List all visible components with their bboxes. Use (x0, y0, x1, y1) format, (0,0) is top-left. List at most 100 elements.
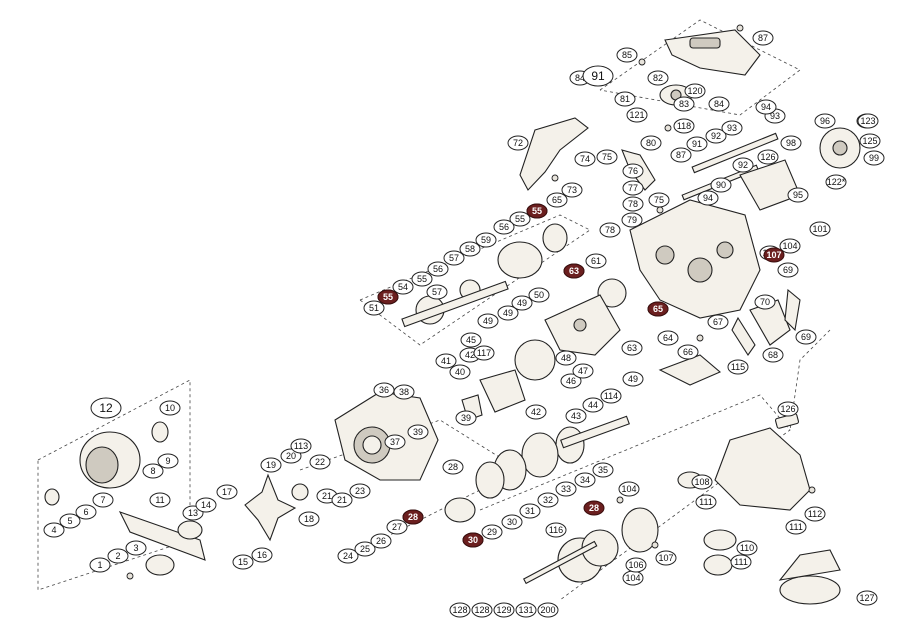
right-sideplate (714, 427, 811, 511)
part-number-text: 200 (540, 605, 555, 615)
part-number-text: 55 (532, 206, 542, 216)
part-number-callout: 57 (443, 250, 465, 266)
part-number-callout: 75 (596, 149, 618, 165)
part-number-text: 40 (455, 367, 465, 377)
part-number-text: 49 (503, 308, 513, 318)
part-number-text: 30 (507, 517, 517, 527)
part-number-text: 50 (534, 290, 544, 300)
part-number-callout: 117 (473, 345, 495, 361)
part-number-callout: 72 (507, 135, 529, 151)
part-number-text: 8 (150, 466, 155, 476)
cap-screw (44, 488, 60, 506)
part-number-callout: 65 (546, 192, 568, 208)
bearing-30-sleeve (444, 497, 476, 523)
part-number-text: 116 (549, 525, 563, 535)
star-drag (244, 473, 297, 542)
part-number-callout: 128 (449, 602, 471, 618)
part-number-callout: 76 (622, 163, 644, 179)
part-number-text: 11 (155, 495, 164, 505)
part-number-text: 108 (694, 477, 709, 487)
part-number-text: 57 (432, 287, 442, 297)
part-number-callout: 104 (622, 570, 644, 586)
part-number-callout: 57 (426, 284, 448, 300)
gear-64 (597, 278, 627, 308)
part-number-text: 14 (201, 500, 211, 510)
part-number-callout: 10 (159, 400, 181, 416)
part-number-callout: 9 (157, 453, 179, 469)
part-number-callout: 128 (471, 602, 493, 618)
part-number-callout: 77 (622, 180, 644, 196)
part-number-callout: 18 (298, 511, 320, 527)
part-number-text: 59 (481, 235, 491, 245)
part-number-text: 85 (622, 50, 632, 60)
part-number-text: 69 (783, 265, 793, 275)
part-number-callout: 121 (626, 107, 648, 123)
part-number-text: 126 (780, 404, 795, 414)
part-number-callout: 17 (216, 484, 238, 500)
part-number-text: 1 (97, 560, 102, 570)
part-number-callout: 98 (780, 135, 802, 151)
part-number-callout: 107 (763, 247, 785, 263)
part-number-text: 126 (760, 152, 775, 162)
part-number-callout: 51 (363, 300, 385, 316)
part-number-callout: 28 (583, 500, 605, 516)
part-number-text: 37 (390, 437, 400, 447)
part-number-callout: 43 (565, 408, 587, 424)
part-number-text: 110 (740, 543, 754, 553)
part-number-callout: 104 (618, 481, 640, 497)
ring-gear (542, 223, 568, 253)
part-number-text: 5 (67, 516, 72, 526)
part-number-text: 67 (713, 317, 723, 327)
part-number-callout: 34 (574, 472, 596, 488)
part-number-text: 79 (627, 215, 637, 225)
part-number-callout: 37 (384, 434, 406, 450)
part-number-text: 84 (714, 99, 724, 109)
part-number-text: 82 (653, 73, 663, 83)
part-number-callout: 82 (647, 70, 669, 86)
drag-star-gear (514, 339, 556, 381)
part-number-text: 92 (738, 160, 748, 170)
pinion-shaft (401, 280, 509, 328)
part-number-callout: 39 (455, 410, 477, 426)
part-number-text: 64 (663, 333, 673, 343)
part-number-callout: 75 (648, 192, 670, 208)
part-number-callout: 79 (621, 212, 643, 228)
part-number-callout: 110 (736, 540, 758, 556)
part-number-text: 30 (468, 535, 478, 545)
part-number-text: 91 (692, 139, 702, 149)
part-number-callout: 85 (616, 47, 638, 63)
part-number-callout: 1 (89, 557, 111, 573)
part-number-callout: 36 (373, 382, 395, 398)
part-number-callout: 5 (59, 513, 81, 529)
part-number-text: 45 (466, 335, 476, 345)
part-number-callout: 106 (625, 557, 647, 573)
side-plate-hub (832, 140, 848, 156)
part-number-text: 58 (465, 244, 475, 254)
part-number-text: 63 (627, 343, 637, 353)
part-number-callout: 50 (528, 287, 550, 303)
part-number-callout: 99 (863, 150, 885, 166)
part-number-callout: 94 (697, 190, 719, 206)
part-number-callout: 58 (459, 241, 481, 257)
part-number-text: 49 (483, 316, 493, 326)
part-number-callout: 48 (555, 350, 577, 366)
part-number-text: 16 (257, 550, 267, 560)
part-number-text: 34 (580, 475, 590, 485)
part-number-callout: 59 (475, 232, 497, 248)
part-number-text: 18 (304, 514, 314, 524)
part-number-text: 93 (727, 123, 737, 133)
part-number-text: 75 (654, 195, 664, 205)
part-number-callout: 74 (574, 151, 596, 167)
part-number-text: 13 (188, 508, 198, 518)
part-number-callout: 91 (686, 136, 708, 152)
part-number-text: 128 (452, 605, 467, 615)
part-number-text: 121 (629, 110, 644, 120)
group-label-text: 12 (99, 401, 113, 415)
part-number-text: 125 (862, 136, 877, 146)
cam-plate (479, 369, 526, 413)
part-number-callout: 104 (779, 238, 801, 254)
accessory-200 (779, 575, 841, 605)
part-number-callout: 30 (501, 514, 523, 530)
part-number-text: 21 (322, 491, 332, 501)
part-number-text: 107 (658, 553, 673, 563)
